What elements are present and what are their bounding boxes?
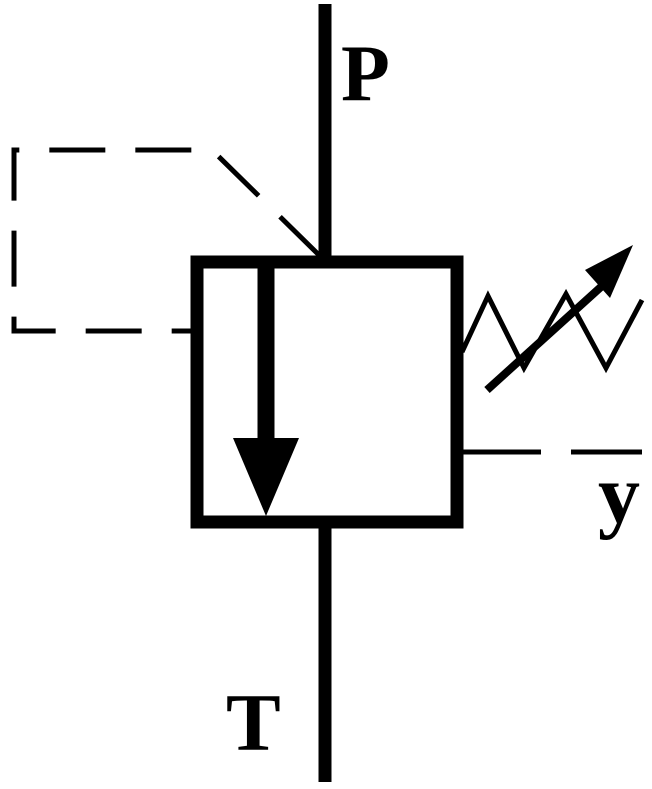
- adjustment-arrow-head: [585, 245, 633, 298]
- spring-icon: [459, 288, 645, 374]
- flow-arrow-head: [233, 438, 299, 516]
- drain-port-label: y: [598, 448, 640, 541]
- valve-body: [190, 255, 464, 529]
- pressure-port-label: P: [341, 30, 390, 118]
- adjustment-arrow-shaft: [484, 283, 605, 393]
- pilot-line: [11, 147, 322, 334]
- tank-port-label: T: [226, 677, 281, 768]
